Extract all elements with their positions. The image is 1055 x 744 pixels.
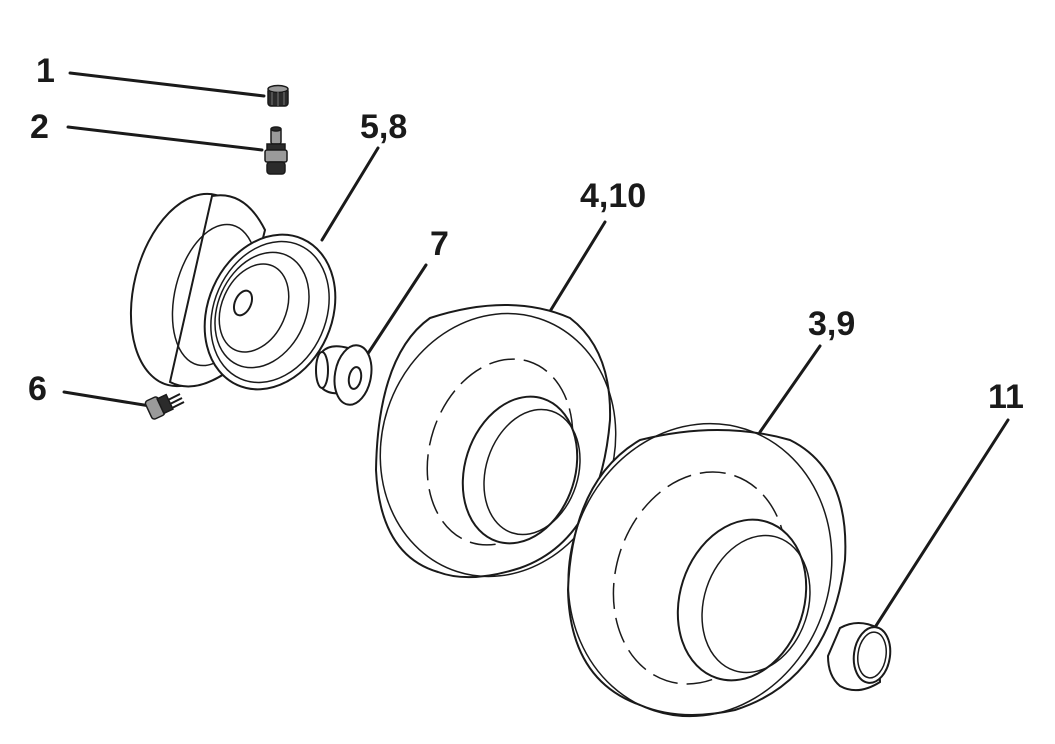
front-tire-part (374, 304, 617, 579)
leader-line-6 (62, 390, 152, 408)
rear-tire-part (566, 422, 847, 718)
leader-line-11 (870, 418, 1010, 634)
valve-stem-part (264, 126, 288, 175)
callout-label-7: 7 (430, 225, 449, 263)
hub-cap-part (826, 622, 892, 692)
leader-line-7 (365, 263, 428, 357)
callout-label-6: 6 (28, 370, 47, 408)
leader-line-4-10 (547, 220, 607, 315)
valve-cap-part (267, 84, 289, 107)
leader-line-5-8 (320, 146, 380, 242)
callout-label-1: 1 (36, 52, 55, 90)
callout-label-2: 2 (30, 108, 49, 146)
leader-line-3-9 (758, 344, 822, 434)
grease-fitting-part (144, 393, 185, 420)
callout-label-5-8: 5,8 (360, 108, 407, 146)
callout-label-3-9: 3,9 (808, 305, 855, 343)
wheel-rim-part (129, 192, 337, 391)
bushing-part (315, 344, 373, 406)
callout-label-11: 11 (988, 378, 1024, 416)
leader-line-2 (66, 125, 264, 152)
leader-line-1 (68, 71, 266, 98)
callout-label-4-10: 4,10 (580, 177, 646, 215)
